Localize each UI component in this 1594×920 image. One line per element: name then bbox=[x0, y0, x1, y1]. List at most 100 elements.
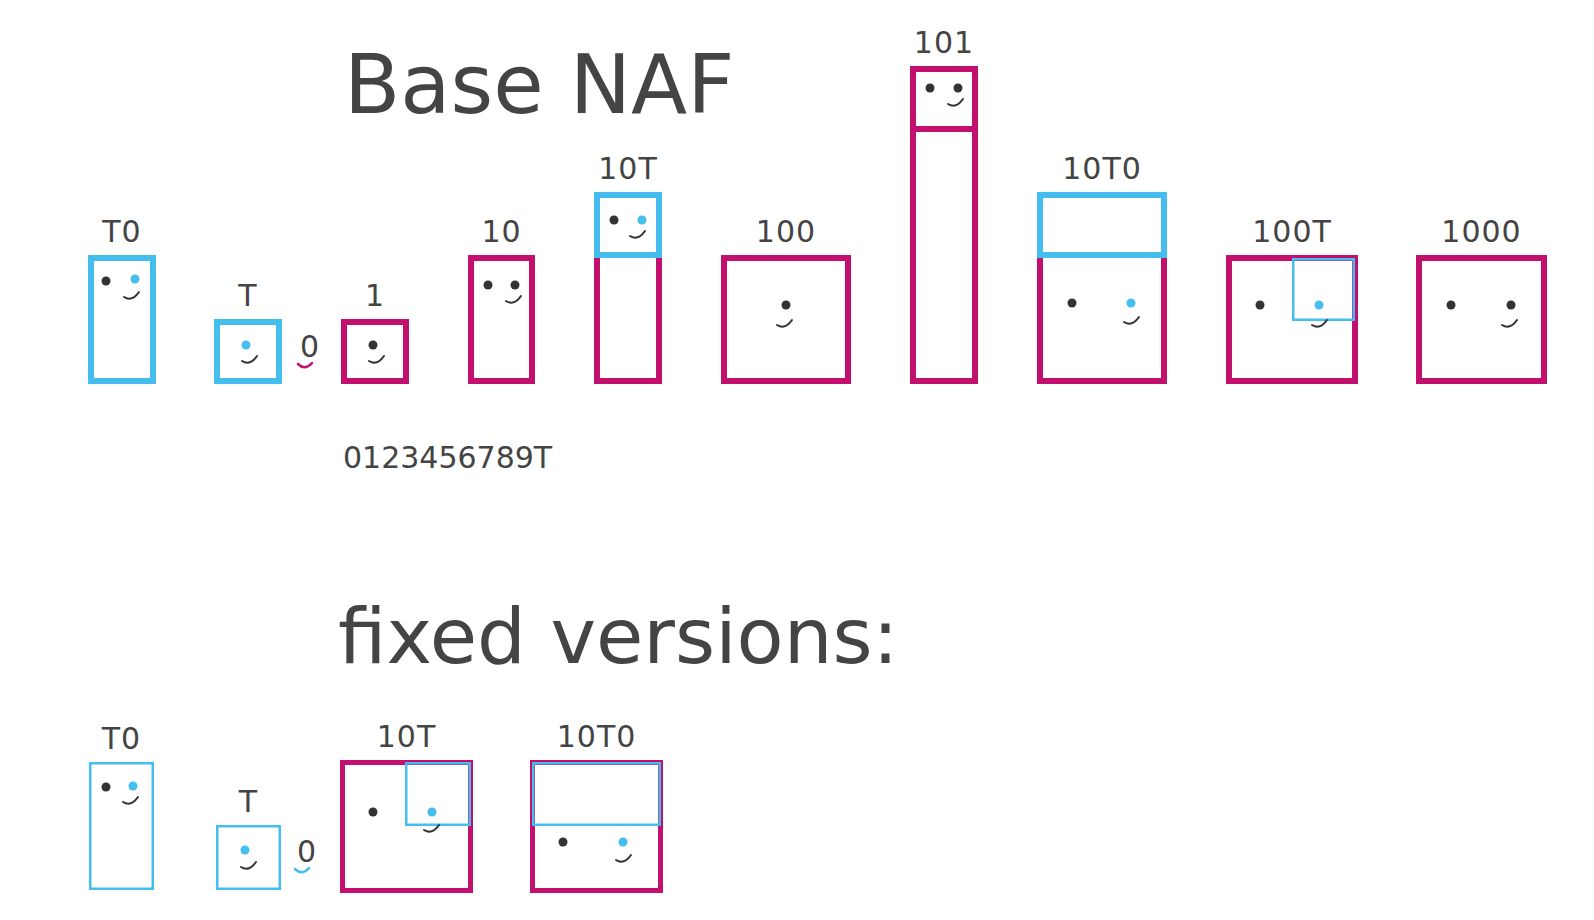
digit-box: 10 bbox=[468, 255, 535, 384]
note-label: 0123456789T bbox=[343, 443, 552, 473]
face-smile bbox=[616, 855, 631, 862]
section-heading: fixed versions: bbox=[338, 598, 899, 675]
face-eye bbox=[102, 277, 111, 286]
box-outline bbox=[910, 66, 978, 384]
face-eye bbox=[1068, 299, 1077, 308]
face-eye bbox=[242, 341, 251, 350]
box-border bbox=[1229, 258, 1355, 381]
digit-label: 10 bbox=[481, 217, 521, 247]
box-outline bbox=[214, 319, 282, 384]
box-outline bbox=[1416, 255, 1547, 384]
inner-box bbox=[406, 763, 470, 825]
box-border bbox=[471, 258, 532, 381]
box-border bbox=[217, 322, 279, 381]
face-smile bbox=[1502, 320, 1517, 327]
box-outline bbox=[594, 192, 662, 384]
digit-box: 10T bbox=[594, 192, 662, 384]
box-outline bbox=[216, 825, 281, 890]
box-outline bbox=[721, 255, 851, 384]
note-label: 0 bbox=[300, 332, 319, 362]
digit-label: 100T bbox=[1252, 217, 1332, 247]
face-smile bbox=[506, 296, 521, 303]
box-outline bbox=[1037, 192, 1167, 384]
digit-label: 1000 bbox=[1441, 217, 1521, 247]
face-smile bbox=[369, 356, 384, 363]
face-smile bbox=[241, 862, 256, 869]
face-eye bbox=[428, 808, 437, 817]
face-eye bbox=[619, 838, 628, 847]
digit-label: 10T bbox=[377, 722, 437, 752]
face-smile bbox=[630, 231, 645, 238]
face-smile bbox=[124, 292, 139, 299]
digit-label: T0 bbox=[102, 217, 141, 247]
face-smile bbox=[242, 356, 257, 363]
note-label: 0 bbox=[297, 837, 316, 867]
box-outline bbox=[1226, 255, 1358, 384]
box-border bbox=[1419, 258, 1544, 381]
digit-box: 1 bbox=[341, 319, 409, 384]
box-outline bbox=[468, 255, 535, 384]
smile-mark bbox=[298, 363, 312, 367]
digit-label: T0 bbox=[102, 724, 141, 754]
face-eye bbox=[1256, 301, 1265, 310]
digit-box: T0 bbox=[88, 255, 156, 384]
face-eye bbox=[511, 281, 520, 290]
face-eye bbox=[559, 838, 568, 847]
box-border bbox=[533, 763, 661, 891]
face-eye bbox=[241, 846, 250, 855]
box-outline bbox=[530, 760, 663, 893]
digit-box: 100 bbox=[721, 255, 851, 384]
face-smile bbox=[1312, 320, 1327, 327]
box-border bbox=[344, 322, 406, 381]
box-border bbox=[343, 763, 471, 891]
box-border bbox=[724, 258, 848, 381]
digit-box: 100T bbox=[1226, 255, 1358, 384]
digit-box: 10T bbox=[340, 760, 473, 893]
box-outline bbox=[89, 762, 154, 890]
face-eye bbox=[926, 84, 935, 93]
face-eye bbox=[131, 275, 140, 284]
face-eye bbox=[1315, 301, 1324, 310]
digit-label: T bbox=[238, 281, 257, 311]
digit-label: 10T bbox=[598, 154, 658, 184]
box-border bbox=[91, 258, 153, 381]
face-smile bbox=[1124, 317, 1139, 324]
face-eye bbox=[129, 782, 138, 791]
box-border bbox=[217, 826, 280, 889]
face-eye bbox=[1507, 301, 1516, 310]
digit-label: 10T0 bbox=[557, 722, 637, 752]
face-eye bbox=[102, 783, 111, 792]
face-eye bbox=[638, 216, 647, 225]
digit-box: 1000 bbox=[1416, 255, 1547, 384]
face-smile bbox=[424, 825, 439, 832]
face-eye bbox=[369, 341, 378, 350]
inner-box bbox=[1293, 259, 1354, 320]
inner-box bbox=[597, 195, 659, 255]
box-border bbox=[597, 195, 659, 381]
face-smile bbox=[948, 99, 963, 106]
digit-label: 10T0 bbox=[1062, 154, 1142, 184]
digit-label: 100 bbox=[756, 217, 816, 247]
digit-label: 101 bbox=[914, 28, 974, 58]
box-border bbox=[913, 69, 975, 381]
face-smile bbox=[123, 797, 138, 804]
face-eye bbox=[954, 84, 963, 93]
face-eye bbox=[610, 216, 619, 225]
inner-box bbox=[1040, 195, 1164, 255]
digit-box: T0 bbox=[89, 762, 154, 890]
box-border bbox=[90, 763, 153, 889]
digit-box: 101 bbox=[910, 66, 978, 384]
inner-box bbox=[533, 763, 660, 825]
face-smile bbox=[777, 320, 792, 327]
inner-box bbox=[913, 69, 975, 129]
face-eye bbox=[1127, 299, 1136, 308]
face-eye bbox=[782, 301, 791, 310]
face-eye bbox=[1447, 301, 1456, 310]
digit-box: 10T0 bbox=[1037, 192, 1167, 384]
digit-label: T bbox=[239, 787, 258, 817]
box-outline bbox=[88, 255, 156, 384]
diagram-title: Base NAF bbox=[344, 44, 734, 126]
box-outline bbox=[340, 760, 473, 893]
smile-mark bbox=[295, 868, 309, 872]
